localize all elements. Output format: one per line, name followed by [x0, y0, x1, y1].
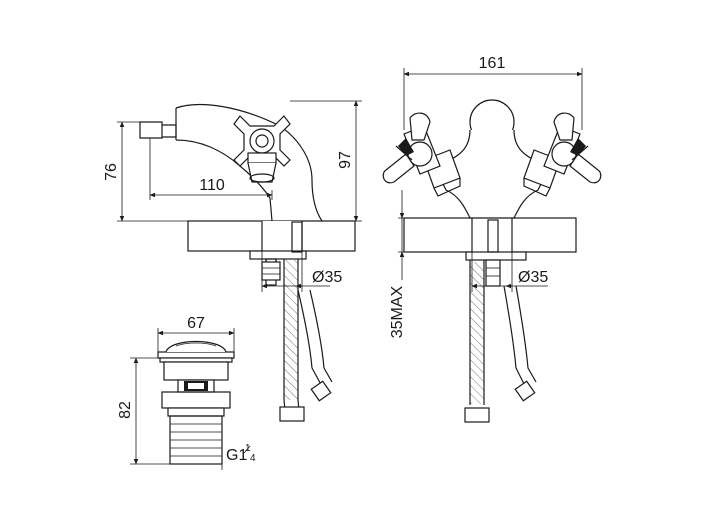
- dim-front-width: 161: [403, 55, 583, 130]
- label-side-diameter: Ø35: [312, 269, 342, 286]
- side-view: 76 110 97 Ø35: [103, 100, 362, 422]
- label-110: 110: [199, 177, 225, 194]
- dim-front-hole: Ø35: [471, 252, 548, 292]
- waste-view: 67 82 G1 1 4: [117, 315, 256, 470]
- dim-side-height-total: 97: [290, 100, 362, 222]
- label-76: 76: [103, 163, 120, 181]
- front-right-valve: [523, 112, 602, 197]
- dim-waste-height: 82: [117, 357, 170, 465]
- dim-side-height-spout: 76: [103, 121, 188, 222]
- front-mixer-body: [382, 99, 602, 219]
- front-counter: [403, 217, 577, 253]
- dim-waste-width: 67: [157, 315, 235, 352]
- side-mixer-body: [139, 103, 323, 222]
- label-82: 82: [117, 401, 134, 419]
- label-thread-main: G1: [226, 447, 247, 464]
- dim-front-counter-thickness: 35MAX: [389, 190, 406, 338]
- side-handle: [233, 115, 291, 183]
- dim-side-hole: Ø35: [261, 251, 342, 292]
- side-counter: [187, 220, 356, 252]
- dim-waste-thread: G1 1 4: [221, 443, 256, 470]
- waste-body: [157, 340, 235, 465]
- front-shank: [464, 219, 537, 423]
- dim-side-reach: 110: [149, 138, 273, 200]
- front-view: 161 Ø35 35MAX: [382, 55, 602, 423]
- label-35max: 35MAX: [389, 285, 406, 338]
- label-97: 97: [337, 151, 354, 169]
- label-67: 67: [187, 315, 205, 332]
- front-left-valve: [382, 112, 461, 197]
- label-front-diameter: Ø35: [518, 269, 548, 286]
- label-161: 161: [479, 55, 506, 72]
- label-thread-denominator: 4: [250, 453, 256, 464]
- side-shank: [249, 221, 333, 422]
